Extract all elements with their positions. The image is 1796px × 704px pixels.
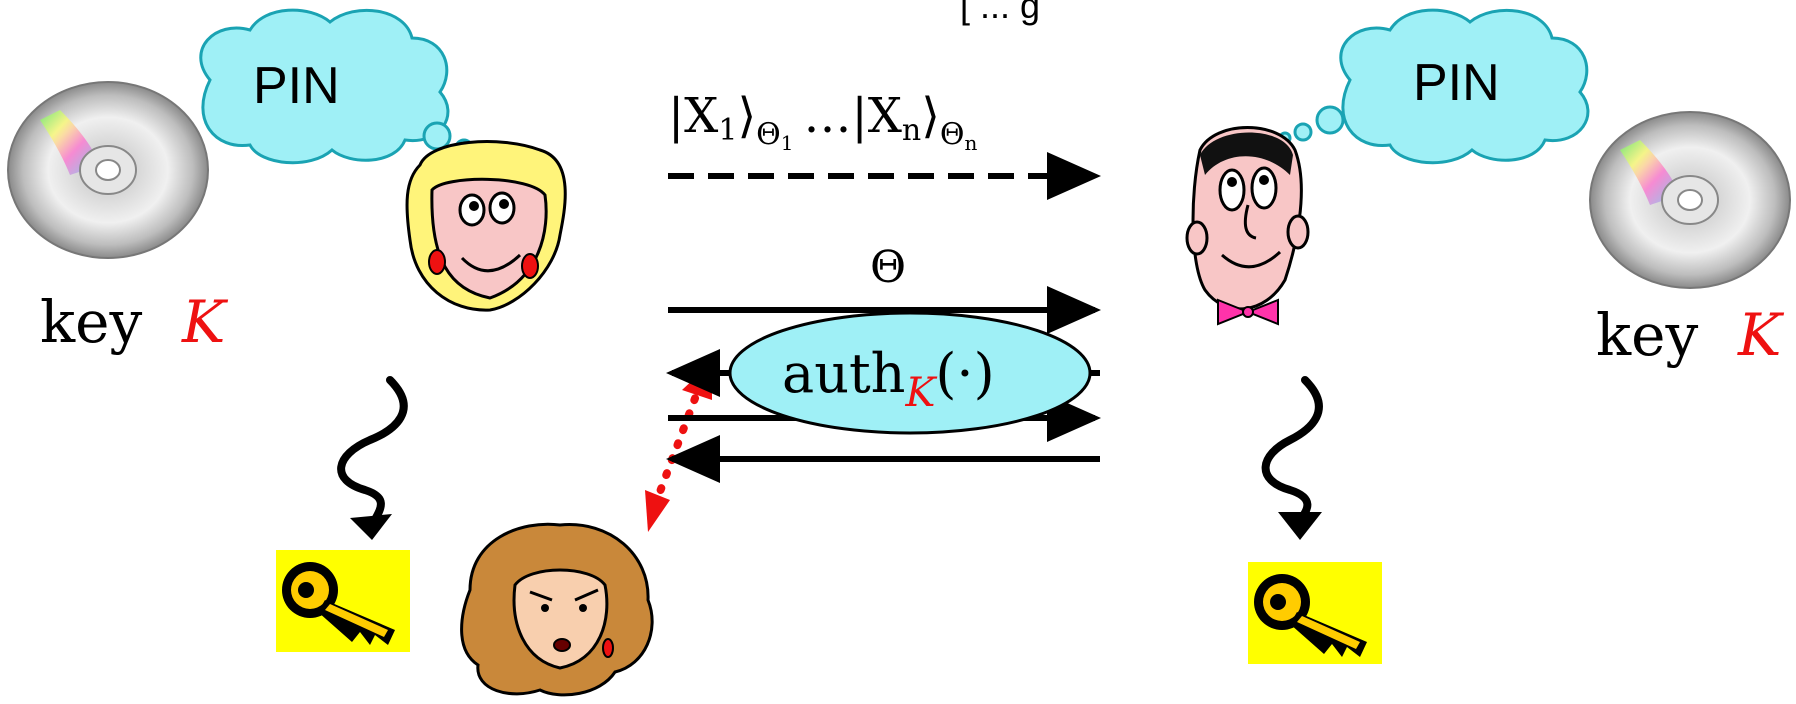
top-partial-title: [ ... g (960, 0, 1040, 26)
eve-face-icon (460, 522, 654, 697)
auth-ellipse (728, 311, 1092, 435)
alice-thought-cloud (199, 8, 489, 165)
alice-key-symbol: K (181, 288, 229, 356)
bob-cd-disc-icon (1589, 111, 1791, 289)
bob-face-icon (1185, 126, 1310, 326)
bob-thought-text: PIN (1413, 54, 1500, 112)
alice-key-icon (276, 550, 410, 652)
bob-derivation-arrow (1261, 376, 1323, 540)
bob-key-symbol: K (1737, 301, 1785, 369)
alice-face-icon (405, 140, 567, 312)
alice-derivation-arrow (337, 376, 408, 540)
auth-label: authK(·) (782, 342, 995, 416)
alice-cd-disc-icon (7, 81, 209, 259)
eve-attack-arrow (645, 362, 712, 532)
svg-text:|X1⟩Θ1…|Xn⟩Θn: |X1⟩Θ1…|Xn⟩Θn (668, 88, 978, 155)
alice-thought-text: PIN (253, 57, 340, 115)
quantum-message-label: |X1⟩Θ1…|Xn⟩Θn (668, 88, 978, 155)
basis-label: Θ (870, 242, 906, 293)
bob-key-label: key (1596, 301, 1698, 369)
bob-key-icon (1248, 562, 1382, 664)
bob-thought-cloud (1278, 8, 1590, 165)
alice-key-label: key (40, 288, 142, 356)
